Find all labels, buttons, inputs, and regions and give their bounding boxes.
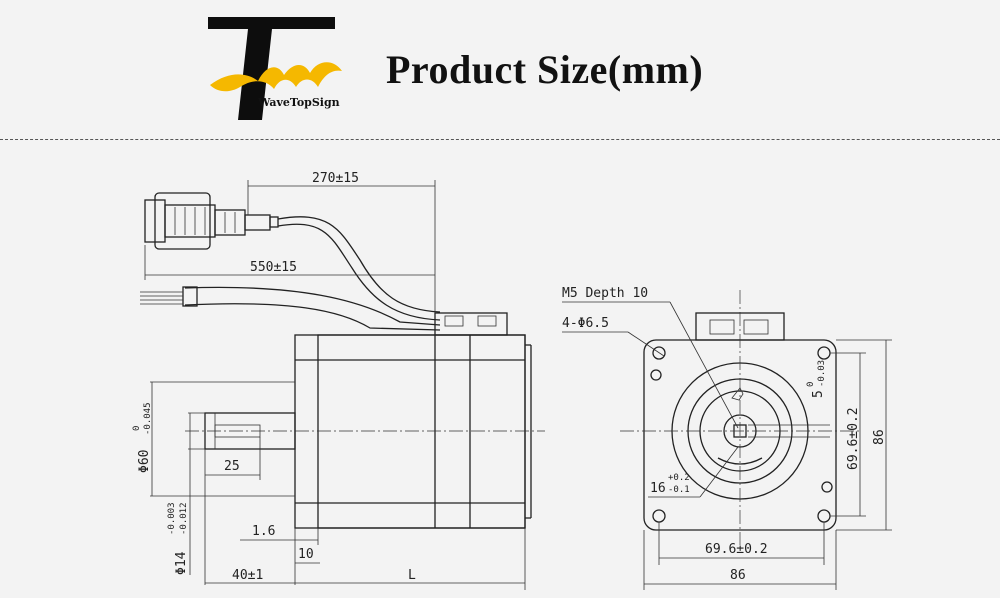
side-dimensions: 270±15 550±15 Φ60 0 -0.045 Φ14 -0.003 -0… bbox=[132, 171, 526, 590]
dim-cable-long: 550±15 bbox=[250, 260, 297, 275]
dim-pilot-tol-upper: 0 bbox=[132, 426, 142, 431]
dim-boss-length: 10 bbox=[298, 547, 314, 562]
header: WaveTopSign Product Size(mm) bbox=[0, 0, 1000, 140]
dim-shaft-diameter: Φ14 bbox=[174, 551, 189, 575]
dim-shaft-tol-lower: -0.012 bbox=[179, 502, 189, 535]
dim-flange-thickness: 1.6 bbox=[252, 524, 275, 539]
dim-hole-pitch-horizontal: 69.6±0.2 bbox=[705, 542, 768, 557]
motor-body-drawing bbox=[185, 312, 545, 529]
dim-key-height-tol-upper: +0.2 bbox=[668, 473, 690, 483]
dim-hole-pitch-vertical: 69.6±0.2 bbox=[846, 407, 861, 470]
dim-pilot-tol: -0.045 bbox=[143, 402, 153, 435]
page-title: Product Size(mm) bbox=[386, 47, 704, 92]
dim-mount-holes: 4-Φ6.5 bbox=[562, 316, 609, 331]
dim-key-length: 25 bbox=[224, 459, 240, 474]
dim-key-width: 5 bbox=[811, 390, 826, 398]
dim-frame-width: 86 bbox=[730, 568, 746, 583]
wavetopsign-logo-icon bbox=[208, 17, 342, 120]
dim-frame-height: 86 bbox=[872, 429, 887, 445]
dim-shaft-length: 40±1 bbox=[232, 568, 263, 583]
dim-cable-short: 270±15 bbox=[312, 171, 359, 186]
connector-drawing bbox=[144, 192, 279, 250]
front-dimensions: M5 Depth 10 4-Φ6.5 5 0 -0.03 16 +0.2 -0.… bbox=[562, 286, 892, 590]
dim-pilot-diameter: Φ60 bbox=[137, 450, 152, 473]
brand-name: WaveTopSign bbox=[258, 96, 340, 109]
header-divider bbox=[0, 139, 1000, 140]
dim-body-length: L bbox=[408, 568, 416, 583]
motor-dimension-drawing: 270±15 550±15 Φ60 0 -0.045 Φ14 -0.003 -0… bbox=[132, 171, 892, 590]
dim-key-height-tol-lower: -0.1 bbox=[668, 485, 690, 495]
dim-key-height: 16 bbox=[650, 481, 666, 496]
dim-key-width-tol: -0.03 bbox=[817, 360, 827, 387]
cable-drawing bbox=[140, 216, 441, 331]
front-view: M5 Depth 10 4-Φ6.5 5 0 -0.03 16 +0.2 -0.… bbox=[562, 286, 892, 590]
side-view: 270±15 550±15 Φ60 0 -0.045 Φ14 -0.003 -0… bbox=[132, 171, 545, 590]
dim-tapped-hole: M5 Depth 10 bbox=[562, 286, 648, 301]
dim-shaft-tol-upper: -0.003 bbox=[167, 502, 177, 535]
dim-key-width-tol-upper: 0 bbox=[806, 382, 816, 387]
